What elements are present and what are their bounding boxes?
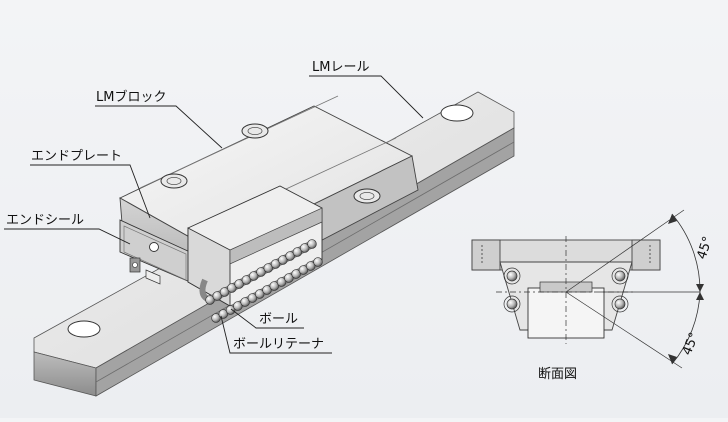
ball — [306, 261, 316, 271]
rail-bolt-hole-rear — [440, 104, 474, 122]
label-cross-section: 断面図 — [538, 367, 577, 382]
label-lm-rail: LMレール — [312, 60, 369, 75]
block-tapped-hole — [353, 188, 381, 204]
rail-bolt-hole-front — [67, 320, 101, 338]
ball — [263, 263, 273, 273]
balls — [205, 239, 323, 323]
label-end-plate: エンドプレート — [31, 149, 122, 164]
angle-lower: 45° — [680, 331, 703, 358]
ball — [291, 269, 301, 279]
end-plate-and-seal — [119, 219, 191, 285]
ball — [227, 283, 237, 293]
label-lm-block: LMブロック — [96, 89, 166, 105]
ball — [256, 267, 266, 277]
ball — [262, 285, 272, 295]
block-tapped-hole — [160, 173, 188, 189]
angle-upper: 45° — [695, 235, 716, 262]
ball — [247, 293, 258, 303]
block-tapped-hole — [241, 123, 269, 139]
ball — [234, 279, 244, 289]
ball — [255, 289, 265, 299]
ball — [240, 297, 250, 307]
label-end-seal: エンドシール — [6, 213, 84, 228]
ball — [219, 287, 230, 297]
label-ball-retainer: ボールリテーナ — [233, 337, 324, 352]
ball — [225, 305, 236, 315]
ball — [270, 259, 281, 269]
ball — [233, 301, 243, 311]
ball — [307, 239, 317, 249]
section-ball — [614, 298, 626, 310]
ball — [313, 257, 323, 267]
label-ball: ボール — [259, 312, 298, 327]
ball — [269, 281, 279, 291]
section-ball — [506, 270, 518, 282]
ball — [284, 273, 294, 283]
section-ball — [614, 270, 626, 282]
ball — [298, 265, 309, 275]
cross-section-view — [471, 209, 704, 369]
ball — [278, 255, 288, 265]
ball — [212, 291, 222, 301]
ball — [211, 313, 221, 323]
ball — [292, 247, 303, 257]
ball — [285, 251, 295, 261]
section-ball — [506, 298, 518, 310]
ball — [276, 277, 287, 287]
ball — [205, 295, 215, 305]
ball — [300, 243, 310, 253]
ball — [249, 271, 259, 281]
leader-lines — [4, 75, 424, 354]
grease-nipple — [149, 242, 159, 252]
ball — [241, 275, 252, 285]
